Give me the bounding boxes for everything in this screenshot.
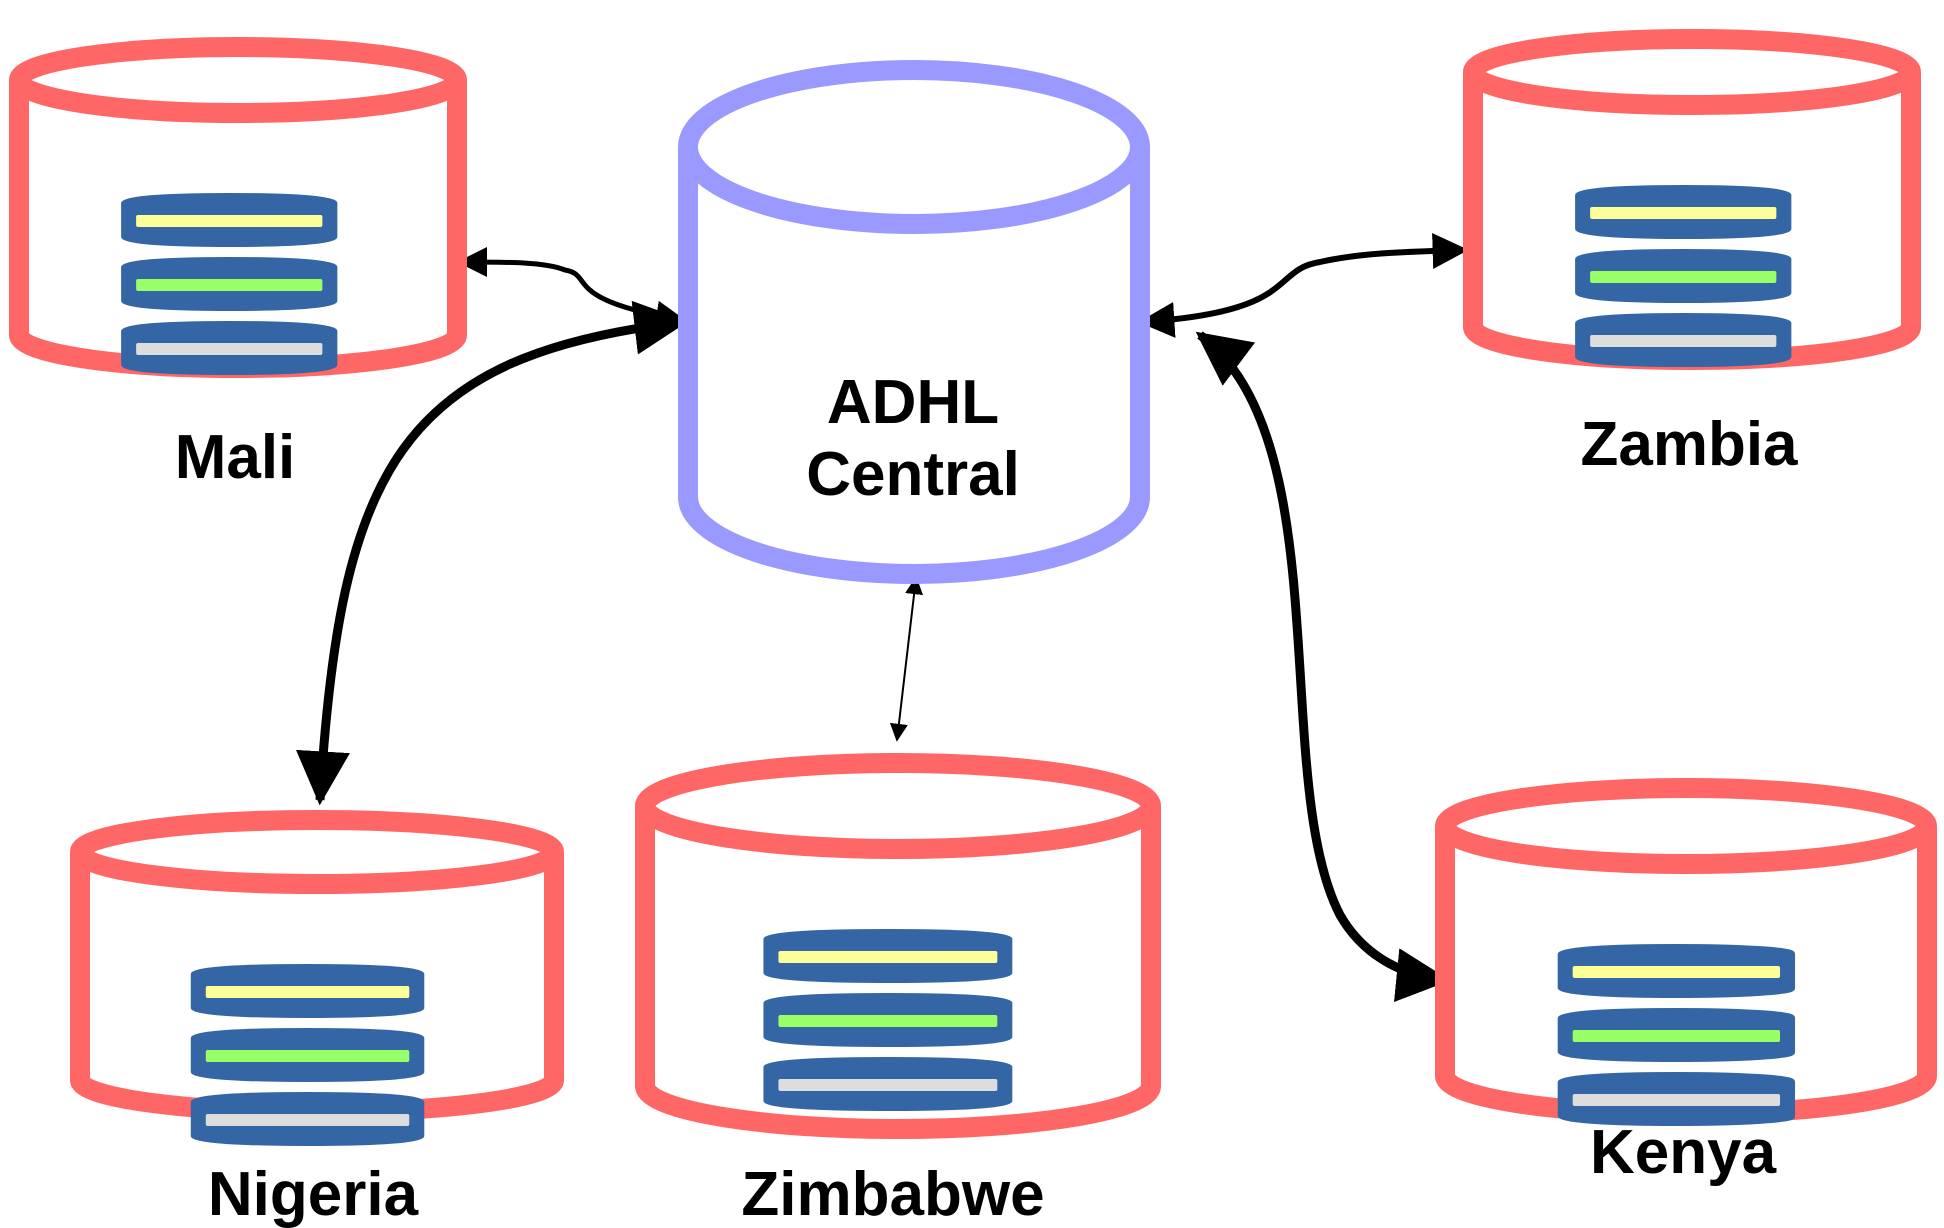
database-cylinder-icon [9,37,467,378]
disk-stripe [778,1015,998,1027]
node-label-nigeria: Nigeria [208,1160,419,1228]
disk-stripe [1590,271,1777,283]
database-cylinder-icon [1435,778,1937,1126]
disk-stripe [1572,1094,1781,1106]
database-cylinder-icon [635,753,1161,1139]
disk-stripe [1572,966,1781,978]
connection-central-mali [457,247,686,331]
cylinder-top [1463,29,1921,115]
disk-stripe [1590,335,1777,347]
connection-central-zambia [1138,233,1469,338]
disk-stripe [1572,1030,1781,1042]
disk-stripe [205,1050,410,1062]
disk-stripe [205,986,410,998]
central-label-line-2: Central [806,440,1020,509]
cylinder-top [1435,778,1937,874]
disk-stripe [1590,207,1777,219]
disk-stripe [136,343,323,355]
connection-central-zimbabwe [889,576,924,742]
central-database-cylinder-icon [678,60,1150,584]
disk-stack-icon [190,964,425,1146]
disk-stack-icon [1557,944,1796,1126]
cylinder-top [678,60,1150,234]
node-label-zimbabwe: Zimbabwe [741,1160,1044,1228]
disk-stack-icon [1575,185,1792,367]
disk-stack-icon [763,929,1013,1111]
disk-stripe [136,279,323,291]
connections [295,233,1469,1003]
disk-stripe [205,1114,410,1126]
connection-central-kenya [1195,331,1451,1003]
disk-stripe [136,215,323,227]
disk-stripe [778,951,998,963]
node-label-zambia: Zambia [1580,410,1798,479]
disk-stack-icon [121,193,338,375]
cylinder-top [635,753,1161,859]
disk-stripe [778,1079,998,1091]
cylinder-top [70,810,564,894]
node-label-kenya: Kenya [1590,1118,1777,1187]
node-label-mali: Mali [175,423,296,492]
cylinder-top [9,37,467,123]
central-label-line-1: ADHL [827,368,999,437]
cylinder-body [678,147,1150,584]
database-cylinder-icon [1463,29,1921,370]
database-cylinder-icon [70,810,564,1146]
connection-central-nigeria [295,300,689,806]
